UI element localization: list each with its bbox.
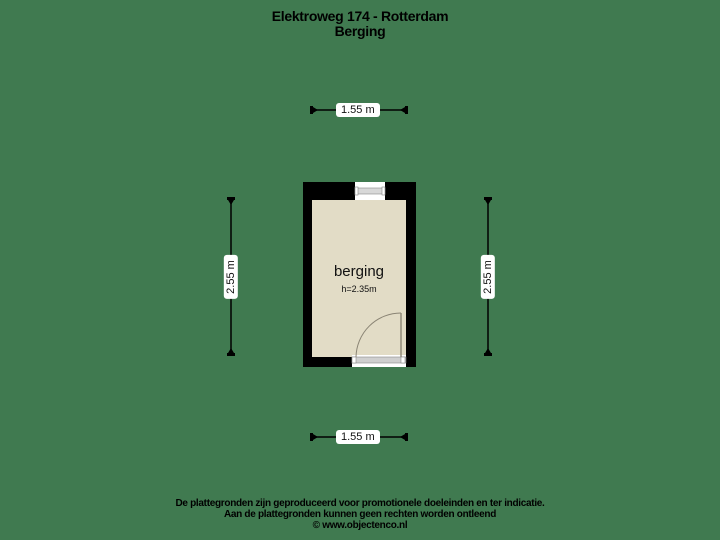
dimension-left-depth: 2.55 m	[223, 255, 238, 299]
dimension-bottom-width: 1.55 m	[336, 430, 380, 444]
footer-rights: Aan de plattegronden kunnen geen rechten…	[223, 509, 497, 520]
room-height: h=2.35m	[341, 284, 377, 294]
plan-floor-title: Berging	[334, 23, 386, 39]
footer-copyright: © www.objectenco.nl	[312, 520, 408, 531]
dimension-right-depth: 2.55 m	[480, 255, 495, 299]
window-icon	[354, 182, 386, 200]
room-floor	[312, 200, 406, 357]
room-name: berging	[333, 263, 385, 280]
plan-address-title: Elektroweg 174 - Rotterdam	[271, 8, 449, 24]
dimension-top-width: 1.55 m	[336, 103, 380, 117]
footer-disclaimer: De plattegronden zijn geproduceerd voor …	[175, 498, 545, 509]
door-swing-icon	[351, 312, 407, 367]
